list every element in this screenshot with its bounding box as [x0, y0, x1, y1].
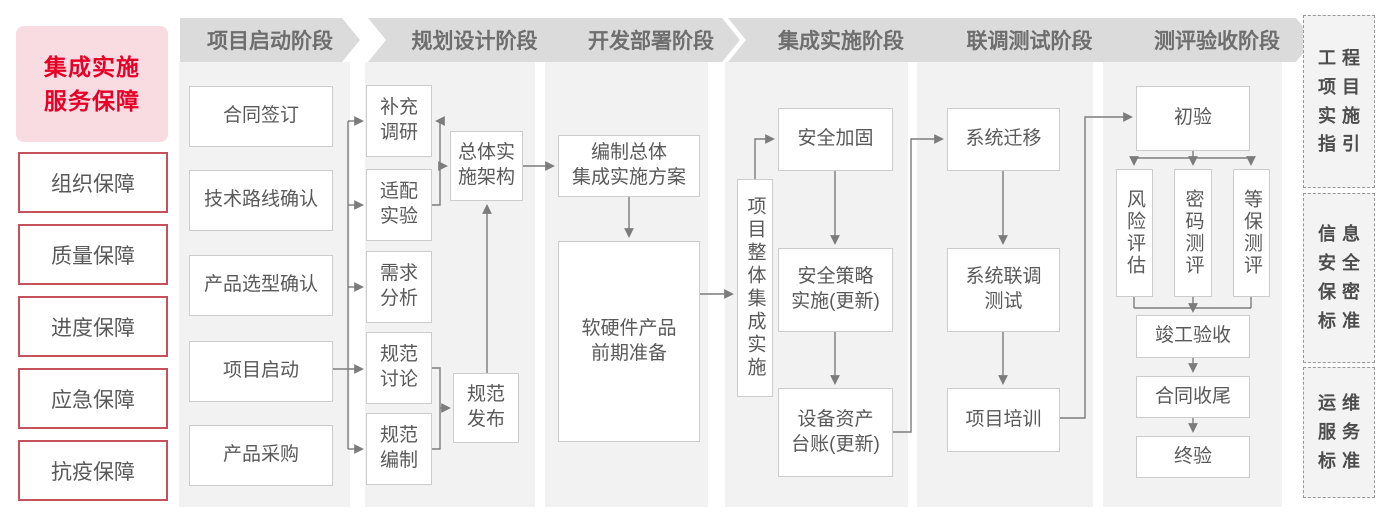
node-security-hardening: 安全加固	[778, 108, 893, 171]
node-spec-discussion: 规范 讨论	[366, 332, 432, 404]
node-supplementary-research: 补充 调研	[366, 85, 432, 157]
sidebar-item-epidemic: 抗疫保障	[18, 440, 168, 501]
node-system-migration: 系统迁移	[947, 108, 1060, 171]
node-completion-acceptance: 竣工验收	[1136, 315, 1250, 358]
sidebar-title: 集成实施 服务保障	[16, 26, 168, 142]
phase-header-joint-testing: 联调测试阶段	[920, 18, 1125, 62]
node-hw-sw-preparation: 软硬件产品 前期准备	[558, 241, 700, 442]
panel-infosec-confidentiality-standard: 信息 安全 保密 标准	[1303, 193, 1375, 363]
node-project-kickoff: 项目启动	[189, 341, 333, 402]
node-overall-implementation-architecture: 总体实 施架构	[450, 131, 523, 201]
node-project-training: 项目培训	[947, 388, 1060, 452]
node-classified-protection-evaluation: 等保测评	[1233, 169, 1270, 297]
node-spec-drafting: 规范 编制	[366, 413, 432, 485]
node-tech-route-confirm: 技术路线确认	[189, 170, 333, 231]
phase-header-dev-deploy: 开发部署阶段	[548, 18, 740, 62]
node-contract-closure: 合同收尾	[1136, 376, 1250, 418]
phase-header-project-start: 项目启动阶段	[180, 18, 360, 62]
sidebar-item-schedule: 进度保障	[18, 296, 168, 357]
node-adaptation-test: 适配 实验	[366, 169, 432, 241]
node-crypto-evaluation: 密码测评	[1174, 169, 1212, 297]
node-product-procurement: 产品采购	[189, 425, 333, 486]
sidebar-item-organization: 组织保障	[18, 152, 168, 213]
phase-header-integration: 集成实施阶段	[728, 18, 940, 62]
panel-om-service-standard: 运维 服务 标准	[1303, 367, 1375, 498]
node-requirements-analysis: 需求 分析	[366, 251, 432, 323]
node-overall-integration-plan: 编制总体 集成实施方案	[558, 135, 700, 197]
phase-header-evaluation-acceptance: 测评验收阶段	[1106, 18, 1314, 62]
node-initial-acceptance: 初验	[1136, 86, 1250, 151]
node-risk-assessment: 风险评估	[1116, 169, 1153, 297]
sidebar-item-quality: 质量保障	[18, 224, 168, 285]
node-asset-ledger: 设备资产 台账(更新)	[778, 388, 893, 477]
sidebar-item-emergency: 应急保障	[18, 368, 168, 429]
node-joint-testing: 系统联调 测试	[947, 248, 1060, 332]
node-final-acceptance: 终验	[1136, 436, 1250, 478]
node-security-policy: 安全策略 实施(更新)	[778, 248, 893, 332]
panel-project-implementation-guide: 工程 项目 实施 指引	[1303, 15, 1375, 188]
node-product-selection-confirm: 产品选型确认	[189, 255, 333, 316]
node-spec-release: 规范 发布	[453, 373, 519, 443]
phase-header-planning-design: 规划设计阶段	[368, 18, 567, 62]
node-overall-project-integration: 项目整体集成实施	[737, 179, 773, 397]
node-contract-signing: 合同签订	[189, 86, 333, 147]
